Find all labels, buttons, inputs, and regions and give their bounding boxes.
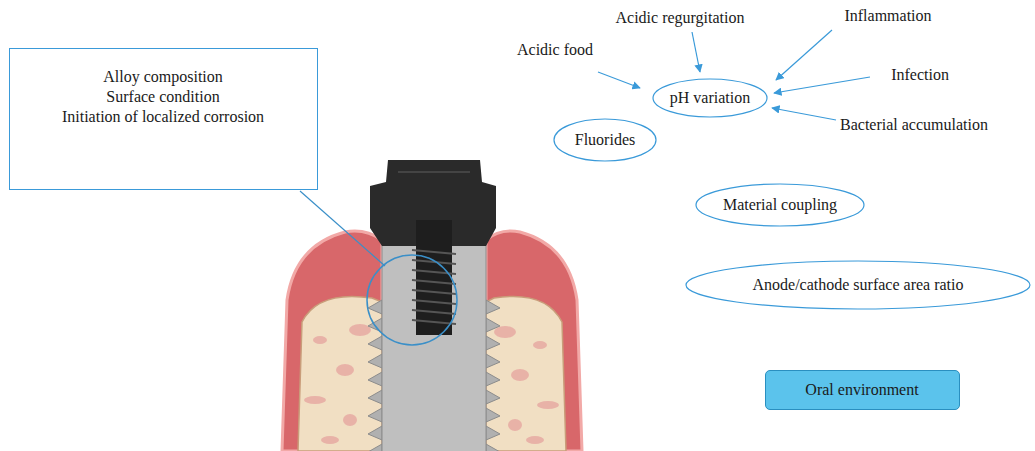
thread-tooth <box>486 372 500 386</box>
thread-tooth <box>486 300 500 314</box>
ellipse-shape <box>696 184 864 226</box>
marrow-spot <box>511 369 529 381</box>
ellipse-shape <box>686 261 1030 309</box>
arrow <box>772 108 836 120</box>
arrow <box>692 32 700 72</box>
marrow-spot <box>343 414 357 426</box>
cause-label: Acidic food <box>517 40 593 59</box>
bone <box>298 296 382 451</box>
gum-tissue <box>282 231 382 451</box>
factor-ellipse: Fluorides <box>553 118 657 162</box>
screw-thread <box>412 290 456 294</box>
node-label: Anode/cathode surface area ratio <box>753 275 964 295</box>
thread-tooth <box>486 336 500 350</box>
factor-ellipse: Anode/cathode surface area ratio <box>685 260 1031 310</box>
marrow-spot <box>321 436 339 444</box>
ellipse-shape <box>653 79 767 117</box>
screw-thread <box>412 300 456 304</box>
node-label: Fluorides <box>575 130 635 150</box>
thread-tooth <box>368 300 382 314</box>
marrow-spot <box>537 401 559 409</box>
screw-thread <box>412 250 456 254</box>
thread-tooth <box>486 354 500 368</box>
implant-body <box>382 240 486 451</box>
arrow <box>774 77 870 93</box>
cause-label: Infection <box>891 65 949 84</box>
thread-tooth <box>486 444 500 451</box>
thread-tooth <box>368 444 382 451</box>
factor-box: Alloy compositionSurface conditionInitia… <box>9 48 318 190</box>
screw-thread <box>412 270 456 274</box>
thread-tooth <box>368 426 382 440</box>
arrow <box>598 72 640 88</box>
marrow-spot <box>313 336 327 344</box>
screw-thread <box>412 320 456 324</box>
marrow-spot <box>304 396 326 404</box>
cause-label: Inflammation <box>844 6 931 25</box>
thread-tooth <box>368 390 382 404</box>
bone <box>486 296 566 451</box>
gum-tissue <box>486 231 582 451</box>
focus-circle <box>367 255 457 345</box>
factor-text: Initiation of localized corrosion <box>62 107 264 127</box>
thread-tooth <box>368 336 382 350</box>
arrow <box>776 30 832 80</box>
abutment <box>370 160 496 246</box>
factor-text: Surface condition <box>106 87 219 107</box>
screw-thread <box>412 310 456 314</box>
marrow-spot <box>526 436 544 444</box>
cause-label: Acidic regurgitation <box>616 8 745 27</box>
node-label: pH variation <box>670 88 750 108</box>
screw-thread <box>412 280 456 284</box>
thread-tooth <box>368 408 382 422</box>
factor-ellipse: pH variation <box>652 78 768 118</box>
abutment-edge <box>398 171 470 173</box>
environment-box: Oral environment <box>765 370 960 410</box>
thread-tooth <box>486 426 500 440</box>
thread-tooth <box>486 318 500 332</box>
thread-tooth <box>368 354 382 368</box>
factor-text: Alloy composition <box>103 67 223 87</box>
factor-ellipse: Material coupling <box>695 183 865 227</box>
thread-tooth <box>486 408 500 422</box>
marrow-spot <box>336 364 354 376</box>
node-label: Oral environment <box>805 380 918 400</box>
cause-label: Bacterial accumulation <box>840 115 988 134</box>
abutment-screw <box>416 200 452 335</box>
marrow-spot <box>494 326 516 338</box>
node-label: Material coupling <box>723 195 837 215</box>
thread-tooth <box>486 390 500 404</box>
marrow-spot <box>508 419 522 431</box>
leader-line <box>300 191 385 266</box>
thread-tooth <box>368 372 382 386</box>
ellipse-shape <box>554 119 656 161</box>
marrow-spot <box>533 341 547 349</box>
